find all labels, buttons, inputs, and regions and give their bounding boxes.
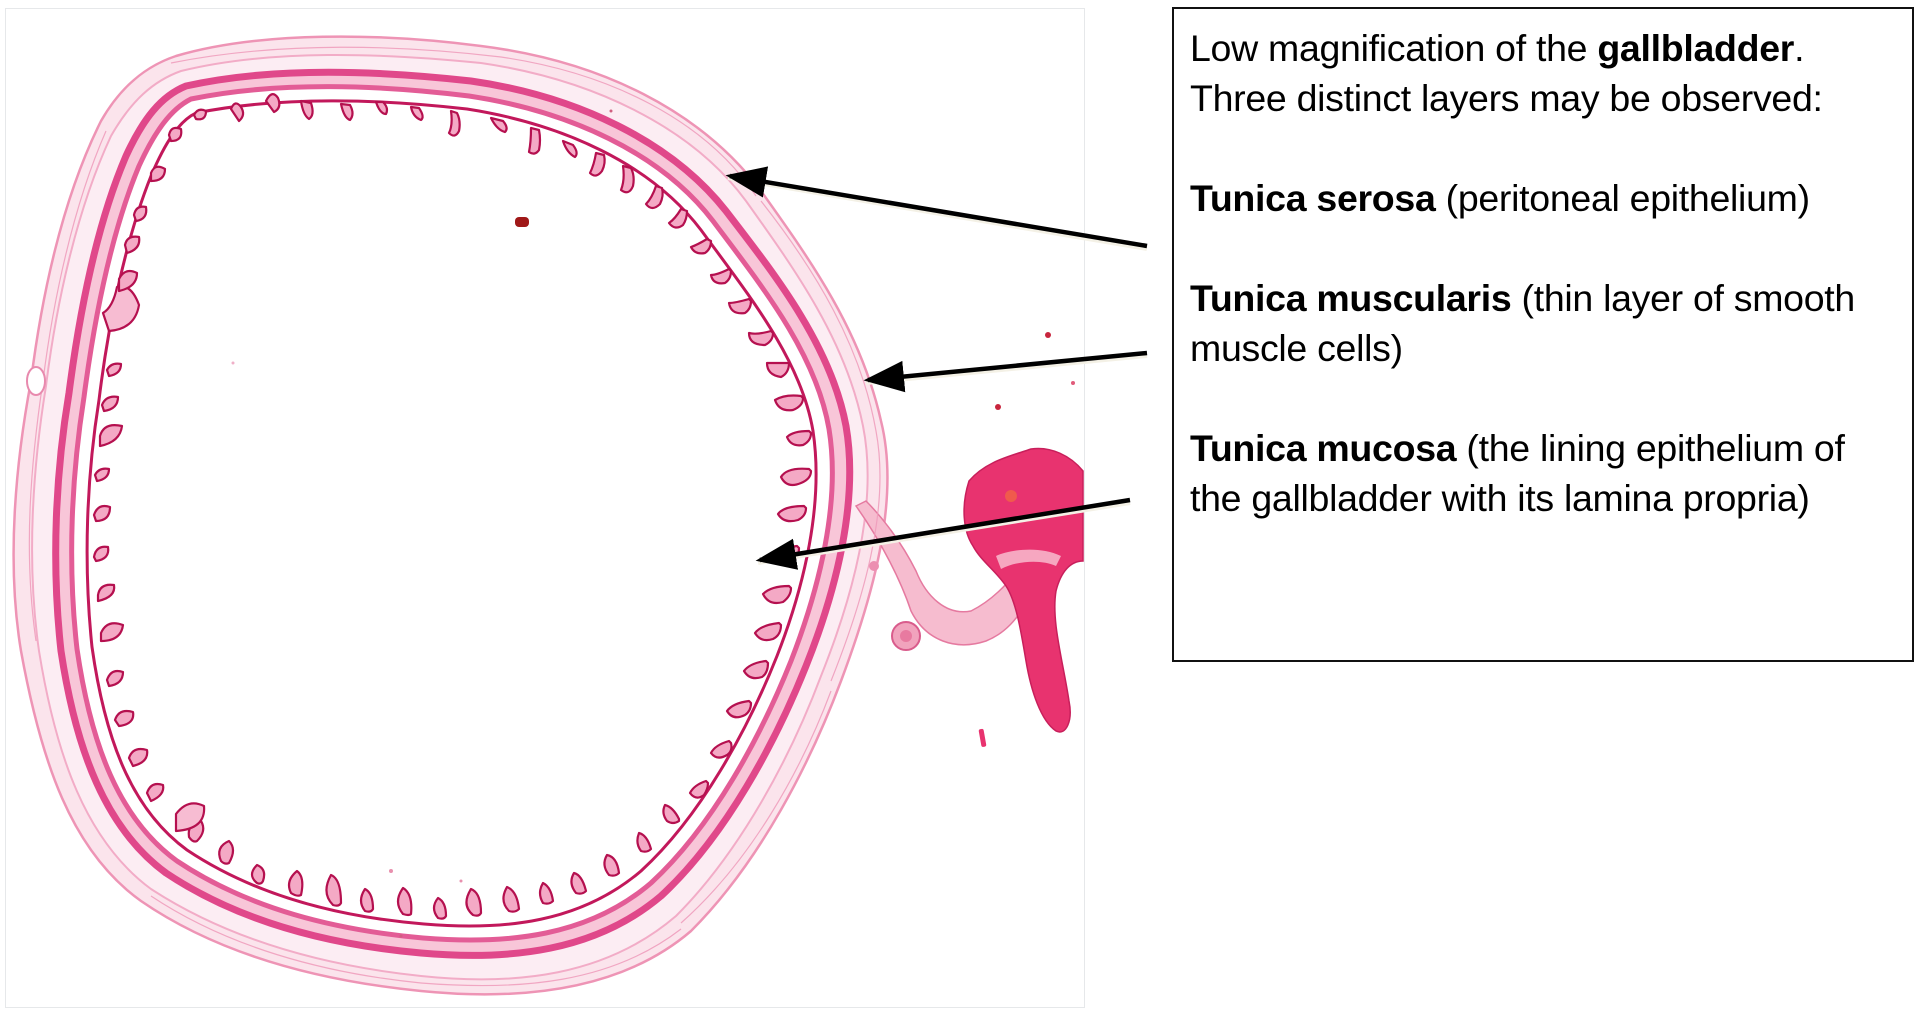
gallbladder-micrograph <box>5 8 1085 1008</box>
caption-intro: Low magnification of the gallbladder. Th… <box>1190 23 1896 123</box>
layer-name-mucosa: Tunica mucosa <box>1190 427 1457 469</box>
layer-name-muscularis: Tunica muscularis <box>1190 277 1512 319</box>
layer-name-serosa: Tunica serosa <box>1190 177 1436 219</box>
caption-box: Low magnification of the gallbladder. Th… <box>1172 7 1914 662</box>
caption-layer-muscularis: Tunica muscularis (thin layer of smooth … <box>1190 273 1896 373</box>
caption-intro-bold: gallbladder <box>1597 27 1795 69</box>
blood-speck <box>515 217 529 227</box>
layer-desc-serosa: (peritoneal epithelium) <box>1435 177 1810 219</box>
mucosa-epithelium <box>85 99 818 928</box>
caption-intro-prefix: Low magnification of the <box>1190 27 1598 69</box>
layer-desc-mucosa: (the lining epithelium of the gallbladde… <box>1190 427 1845 519</box>
gallbladder-tissue-illustration <box>12 35 1084 996</box>
caption-intro-suffix: . <box>1794 27 1805 69</box>
liver-fragment <box>963 447 1084 733</box>
caption-layer-mucosa: Tunica mucosa (the lining epithelium of … <box>1190 423 1896 523</box>
caption-intro-line2: Three distinct layers may be observed: <box>1190 77 1823 119</box>
mucosal-folds <box>92 93 813 920</box>
layer-desc-muscularis: (thin layer of smooth muscle cells) <box>1190 277 1855 369</box>
caption-layer-serosa: Tunica serosa (peritoneal epithelium) <box>1190 173 1896 223</box>
